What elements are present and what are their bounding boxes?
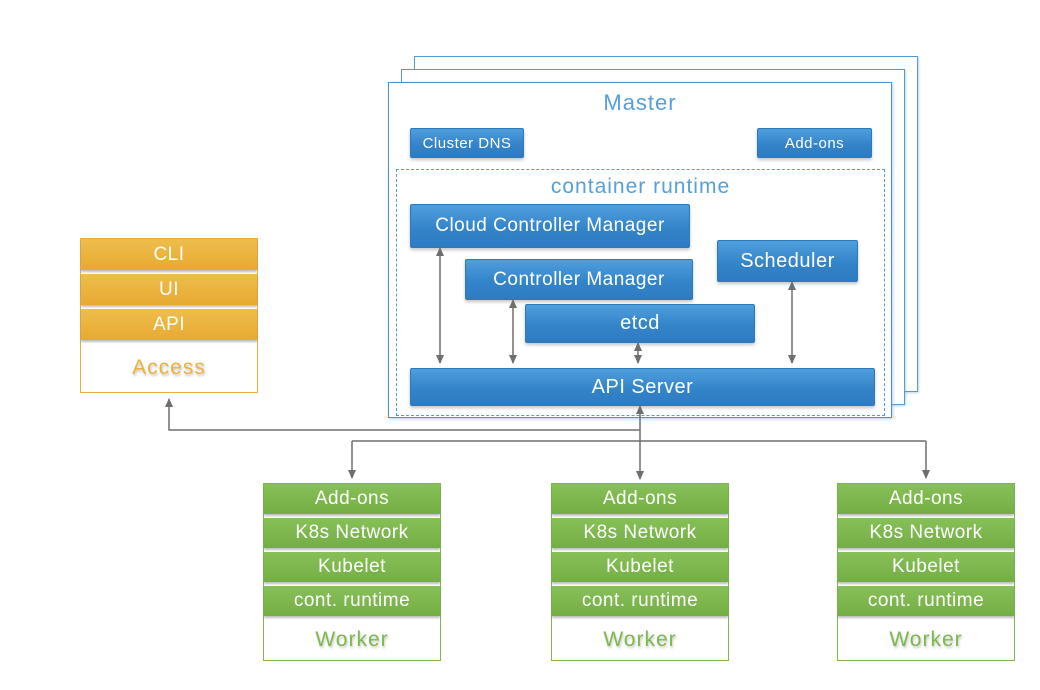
worker3-row-cont-runtime: cont. runtime — [838, 586, 1014, 616]
worker1-row-k8s-network: K8s Network — [264, 518, 440, 548]
access-row-api: API — [81, 309, 257, 340]
access-label: Access — [81, 344, 257, 392]
master-addons-box: Add-ons — [757, 128, 872, 158]
scheduler-box: Scheduler — [717, 240, 858, 282]
api-server-box: API Server — [410, 368, 875, 406]
worker1-row-addons: Add-ons — [264, 484, 440, 514]
worker1-label: Worker — [264, 620, 440, 660]
access-row-ui: UI — [81, 274, 257, 305]
worker-stack-2: Add-ons K8s Network Kubelet cont. runtim… — [551, 483, 729, 661]
worker3-row-addons: Add-ons — [838, 484, 1014, 514]
master-title: Master — [603, 90, 677, 115]
worker-stack-1: Add-ons K8s Network Kubelet cont. runtim… — [263, 483, 441, 661]
worker-stack-3: Add-ons K8s Network Kubelet cont. runtim… — [837, 483, 1015, 661]
etcd-box: etcd — [525, 304, 755, 343]
master-box: Master Cluster DNS Add-ons container run… — [388, 82, 892, 418]
access-row-cli: CLI — [81, 239, 257, 270]
access-stack: CLI UI API Access — [80, 238, 258, 393]
cluster-dns-box: Cluster DNS — [410, 128, 524, 158]
worker2-row-k8s-network: K8s Network — [552, 518, 728, 548]
worker3-label: Worker — [838, 620, 1014, 660]
worker2-row-kubelet: Kubelet — [552, 552, 728, 582]
controller-manager-box: Controller Manager — [465, 259, 693, 300]
worker3-row-kubelet: Kubelet — [838, 552, 1014, 582]
worker2-row-cont-runtime: cont. runtime — [552, 586, 728, 616]
container-runtime-box: container runtime Cloud Controller Manag… — [396, 169, 885, 416]
worker3-row-k8s-network: K8s Network — [838, 518, 1014, 548]
worker2-label: Worker — [552, 620, 728, 660]
cloud-controller-manager-box: Cloud Controller Manager — [410, 204, 690, 248]
worker1-row-kubelet: Kubelet — [264, 552, 440, 582]
container-runtime-title: container runtime — [550, 175, 731, 198]
worker2-row-addons: Add-ons — [552, 484, 728, 514]
worker1-row-cont-runtime: cont. runtime — [264, 586, 440, 616]
